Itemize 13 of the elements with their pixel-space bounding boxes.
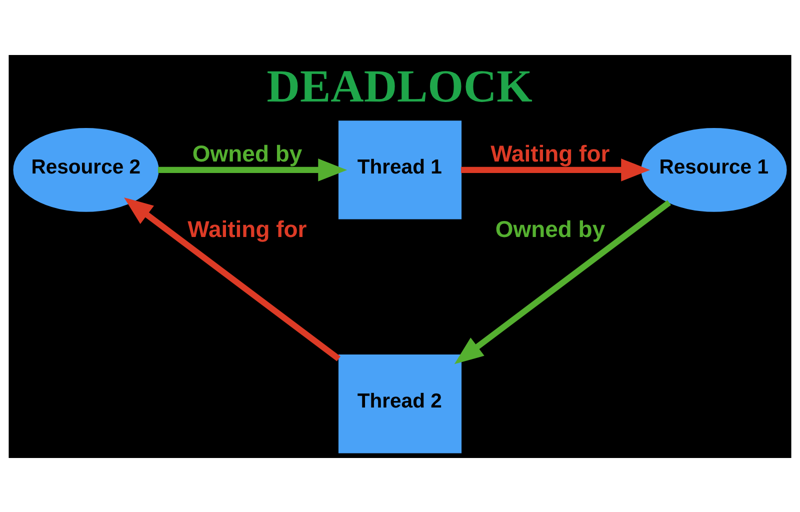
arrow <box>158 158 348 181</box>
edge-label: Waiting for <box>188 216 307 242</box>
edge-label: Waiting for <box>490 140 610 166</box>
arrow <box>124 196 341 361</box>
edge-label: Owned by <box>192 140 302 166</box>
node-box: Thread 2 <box>338 354 462 453</box>
arrow <box>454 200 672 364</box>
diagram-title: DEADLOCK <box>266 60 532 111</box>
arrow <box>461 158 650 181</box>
node-box: Thread 1 <box>338 120 462 219</box>
node-ellipse: Resource 2 <box>13 128 159 212</box>
node-ellipse: Resource 1 <box>641 128 787 212</box>
edge-label: Owned by <box>495 216 606 242</box>
